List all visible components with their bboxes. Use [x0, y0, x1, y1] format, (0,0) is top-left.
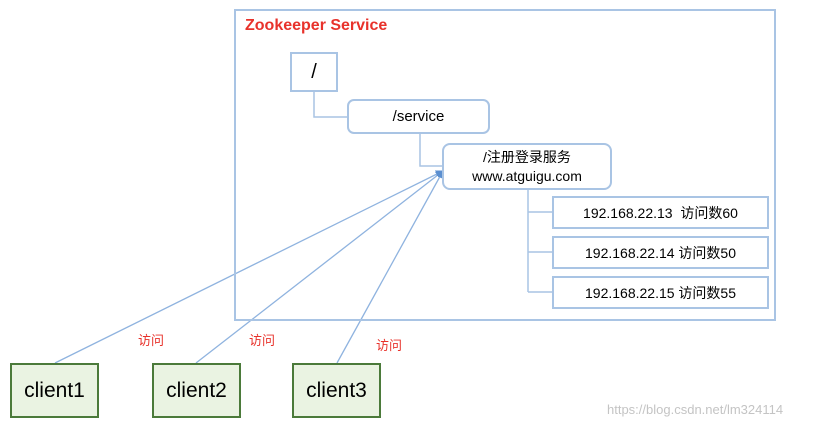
server-node-2: 192.168.22.14 访问数50 — [552, 236, 769, 269]
service-znode: /service — [347, 99, 490, 134]
access-label-3: 访问 — [376, 339, 403, 354]
register-login-znode: /注册登录服务 www.atguigu.com — [442, 143, 612, 190]
register-domain-label: www.atguigu.com — [472, 167, 582, 184]
access-arrow-client2 — [195, 170, 444, 364]
client-node-3: client3 — [292, 363, 381, 418]
server-visits: 访问数55 — [678, 284, 736, 301]
server-visits: 访问数60 — [680, 204, 738, 221]
access-label-2: 访问 — [249, 334, 276, 349]
tree-edge-service-register — [419, 134, 442, 167]
tree-edge-root-service — [313, 92, 347, 118]
zookeeper-service-box — [234, 9, 776, 321]
access-label-1: 访问 — [138, 334, 165, 349]
server-node-1: 192.168.22.13 访问数60 — [552, 196, 769, 229]
client-node-1: client1 — [10, 363, 99, 418]
service-title: Zookeeper Service — [245, 17, 388, 34]
client-node-2: client2 — [152, 363, 241, 418]
register-path-label: /注册登录服务 — [483, 148, 571, 165]
root-znode: / — [290, 52, 338, 92]
access-arrow-client3 — [336, 170, 444, 364]
server-ip: 192.168.22.13 — [583, 204, 673, 221]
server-ip: 192.168.22.15 — [585, 284, 675, 301]
watermark-url: https://blog.csdn.net/lm324114 — [607, 402, 784, 417]
server-visits: 访问数50 — [678, 244, 736, 261]
access-arrow-client1 — [54, 170, 444, 364]
server-ip: 192.168.22.14 — [585, 244, 675, 261]
server-node-3: 192.168.22.15 访问数55 — [552, 276, 769, 309]
